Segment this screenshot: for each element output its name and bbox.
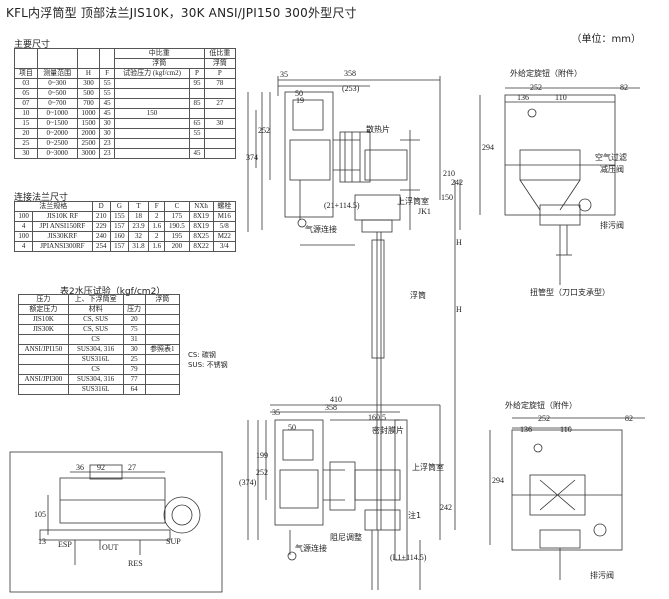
page-title: KFL内浮筒型 顶部法兰JIS10K，30K ANSI/JPI150 300外型…: [6, 6, 357, 20]
label-sup: SUP: [166, 537, 181, 546]
dim-82-rb: 82: [625, 414, 633, 423]
note-sus: SUS: 不锈钢: [188, 361, 228, 369]
dim-210: 210: [443, 169, 455, 178]
label-esp: ESP: [58, 540, 72, 549]
dim-294-rt: 294: [482, 143, 494, 152]
label-upper-chamber-b: 上浮筒室: [412, 462, 444, 472]
table-cell: 45: [189, 148, 205, 159]
dim-242: 242: [451, 178, 463, 187]
dim-27: 27: [128, 463, 136, 472]
table-cell: 23: [99, 148, 115, 159]
label-drain-rb: 排污阀: [590, 570, 614, 580]
dim-36: 36: [76, 463, 84, 472]
pressure-title: 表2水压试验（kgf/cm2）: [60, 287, 166, 297]
label-fin: 散热片: [366, 124, 390, 134]
label-air-connection: 气源连接: [305, 224, 337, 234]
label-reducer: 减压阀: [600, 164, 624, 174]
label-upper-chamber: 上浮筒室: [397, 196, 429, 206]
table-cell: 200: [164, 241, 190, 252]
top-drawing: [247, 76, 461, 530]
table-cell: 3/4: [212, 241, 237, 252]
table-cell: [203, 148, 237, 159]
dim-50-b: 50: [288, 423, 296, 432]
dim-242-b: 242: [440, 503, 452, 512]
right-bottom-drawing: [489, 417, 645, 580]
dim-199: 199: [256, 451, 268, 460]
dim-252-b: 252: [256, 468, 268, 477]
dim-82-rt: 82: [620, 83, 628, 92]
dim-358: 358: [344, 69, 356, 78]
dim-105: 105: [34, 510, 46, 519]
dim-358-b: 358: [325, 403, 337, 412]
dim-374-b: (374): [239, 478, 257, 487]
dim-136-rb: 136: [520, 425, 532, 434]
bottom-drawing: [247, 404, 441, 590]
label-out: OUT: [102, 543, 119, 552]
label-seal: 密封膜片: [372, 425, 404, 435]
dim-19: 19: [296, 96, 304, 105]
label-handle-b: 外给定旋钮（附件）: [505, 400, 577, 410]
dim-50: 50: [295, 89, 303, 98]
unit-label: （单位：mm）: [571, 34, 641, 45]
main-dims-title: 主要尺寸: [14, 40, 51, 50]
table-cell: [144, 384, 181, 395]
right-top-drawing: [479, 87, 640, 285]
label-res: RES: [128, 559, 143, 568]
dim-160-5: 160.5: [368, 413, 386, 422]
dim-21-114-5: (21+114.5): [324, 201, 360, 210]
dim-374: 374: [246, 153, 258, 162]
label-air-filter: 空气过滤: [595, 152, 627, 162]
label-jk1: JK1: [418, 207, 431, 216]
table-cell: 31.8: [127, 241, 150, 252]
dim-252-rt: 252: [530, 83, 542, 92]
dim-150: 150: [441, 193, 453, 202]
main-dims-table: 中比重 低比重 浮筒 浮筒 项目 测量范围 H F 试验压力 (kgf/cm2)…: [14, 48, 237, 159]
dim-252: 252: [258, 126, 270, 135]
dim-13: 13: [38, 537, 46, 546]
dim-35-b: 35: [272, 408, 280, 417]
dim-110-rb: 110: [560, 425, 572, 434]
label-drain-rt: 排污阀: [600, 220, 624, 230]
table-cell: 30: [14, 148, 38, 159]
flange-title: 连接法兰尺寸: [14, 193, 69, 203]
table-cell: [18, 384, 69, 395]
dim-l1: (L1+114.5): [390, 553, 427, 562]
dim-h2: H: [456, 305, 462, 314]
dim-110-rt: 110: [555, 93, 567, 102]
label-mount: 扭管型（刀口支承型）: [530, 287, 610, 297]
label-damping: 阻尼调整: [330, 532, 362, 542]
dim-35: 35: [280, 70, 288, 79]
table-cell: 4: [13, 241, 34, 252]
dim-252-rb: 252: [538, 414, 550, 423]
inset-drawing: [9, 451, 223, 593]
label-air-connection-b: 气源连接: [295, 543, 327, 553]
dim-h1: H: [456, 238, 462, 247]
dim-253: (253): [342, 84, 360, 93]
dim-410: 410: [330, 395, 342, 404]
note-cs: CS: 碳钢: [188, 351, 216, 359]
dim-136-rt: 136: [517, 93, 529, 102]
dim-294-rb: 294: [492, 476, 504, 485]
label-note1: 注1: [408, 510, 421, 520]
dim-92: 92: [97, 463, 105, 472]
label-float: 浮筒: [410, 290, 426, 300]
label-handle: 外给定旋钮（附件）: [510, 68, 582, 78]
